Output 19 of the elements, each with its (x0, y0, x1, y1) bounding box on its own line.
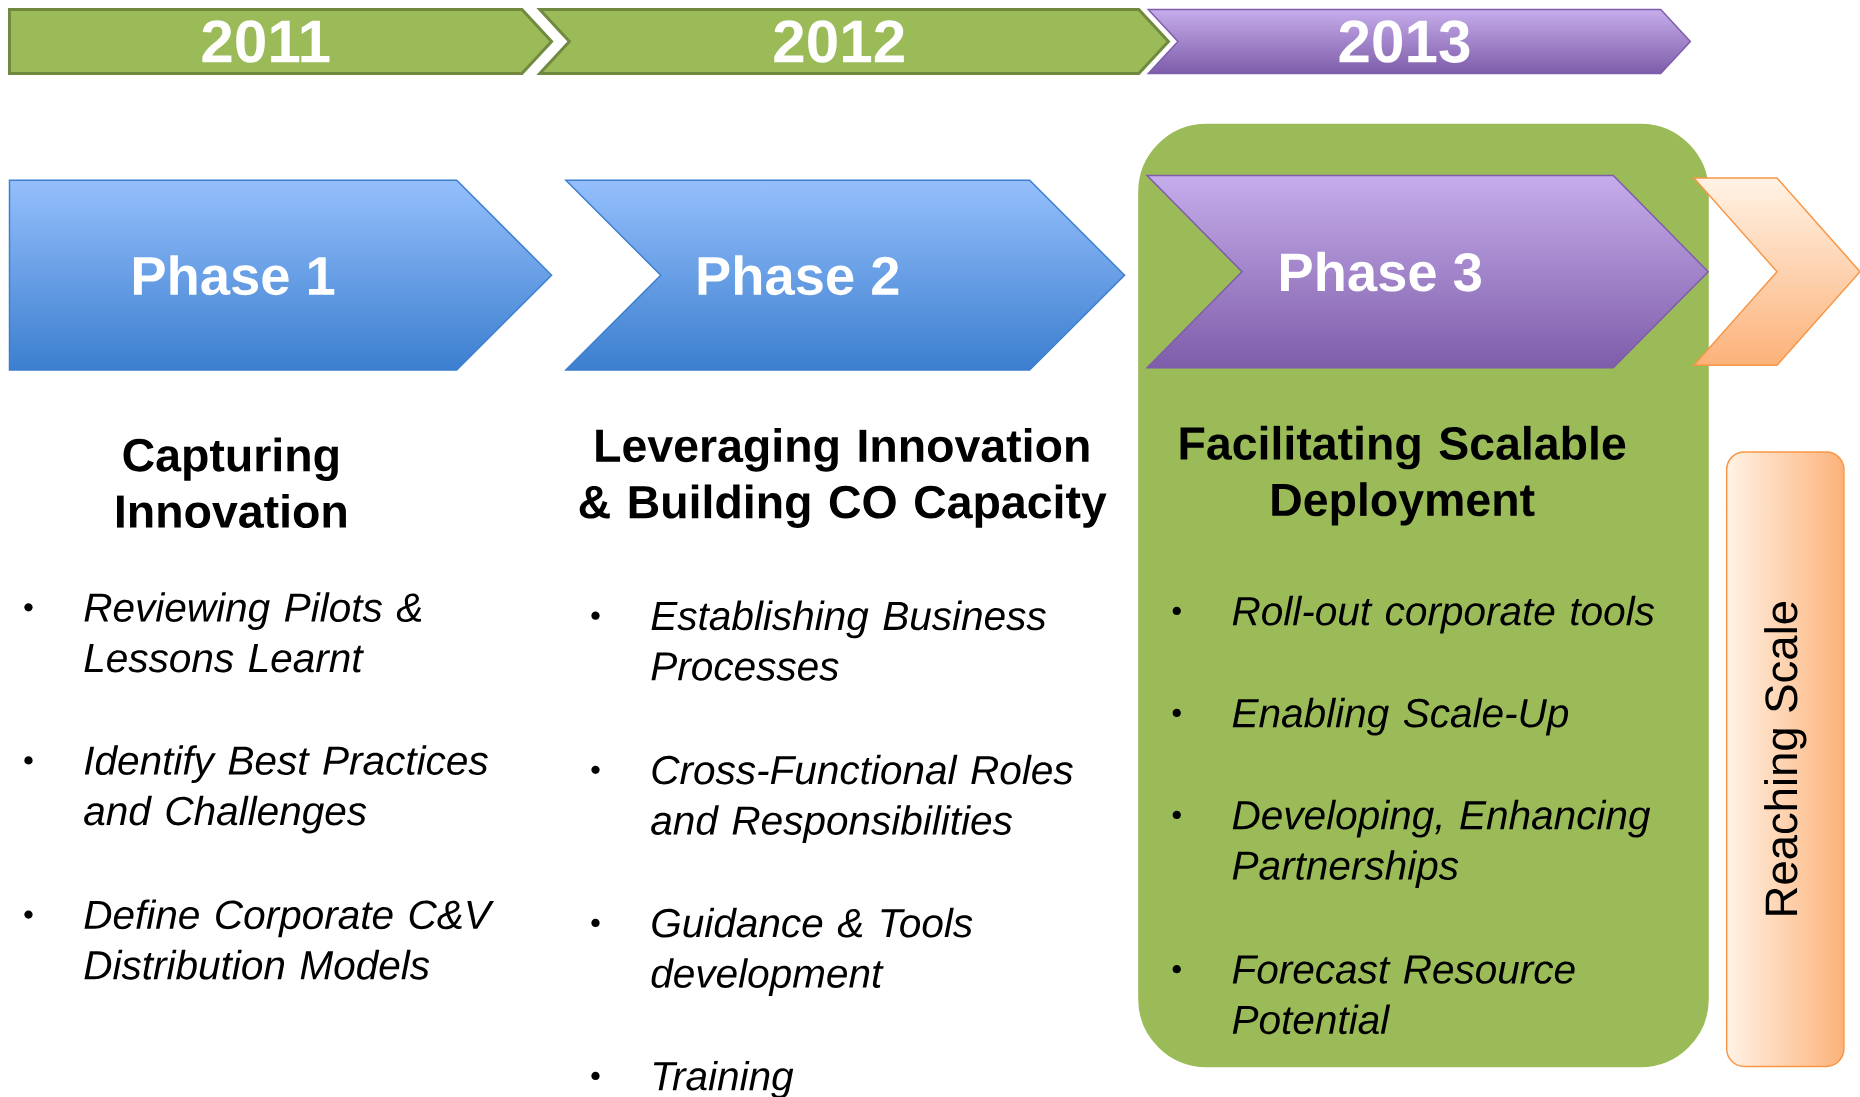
bullet-text: Enabling Scale-Up (1232, 697, 1569, 736)
bullet-text: Establishing Business Processes (651, 600, 1046, 681)
bullet-text: Guidance & Tools development (651, 907, 973, 996)
bullet-text: Roll-out corporate tools (1232, 595, 1655, 634)
year-band: 2011 (8, 7, 554, 75)
heading: Leveraging Innovation & Building CO Capacity (579, 428, 1107, 528)
bullet-text: Define Corporate C&V Distribution Models (84, 899, 494, 980)
year-band: 2012 (536, 7, 1171, 75)
bullet-text: Reviewing Pilots & Lessons Learnt (84, 592, 422, 673)
bullet-text: Cross-Functional Roles and Responsibilities (651, 754, 1073, 843)
year-band: 2013 (1146, 8, 1692, 75)
heading: Capturing Innovation (117, 437, 346, 528)
bullet-text: Forecast Resource Potential (1232, 955, 1575, 1035)
bullet-text: Identify Best Practices and Challenges (84, 745, 488, 834)
stage-box: Reaching Scale (1725, 451, 1845, 1068)
heading: Facilitating Scalable Deployment (1180, 425, 1626, 526)
bullet-text: Developing, Enhancing Partnerships (1232, 799, 1651, 888)
phase-band: Phase 2 (564, 179, 1126, 371)
phase-band: Phase 1 (8, 179, 553, 371)
